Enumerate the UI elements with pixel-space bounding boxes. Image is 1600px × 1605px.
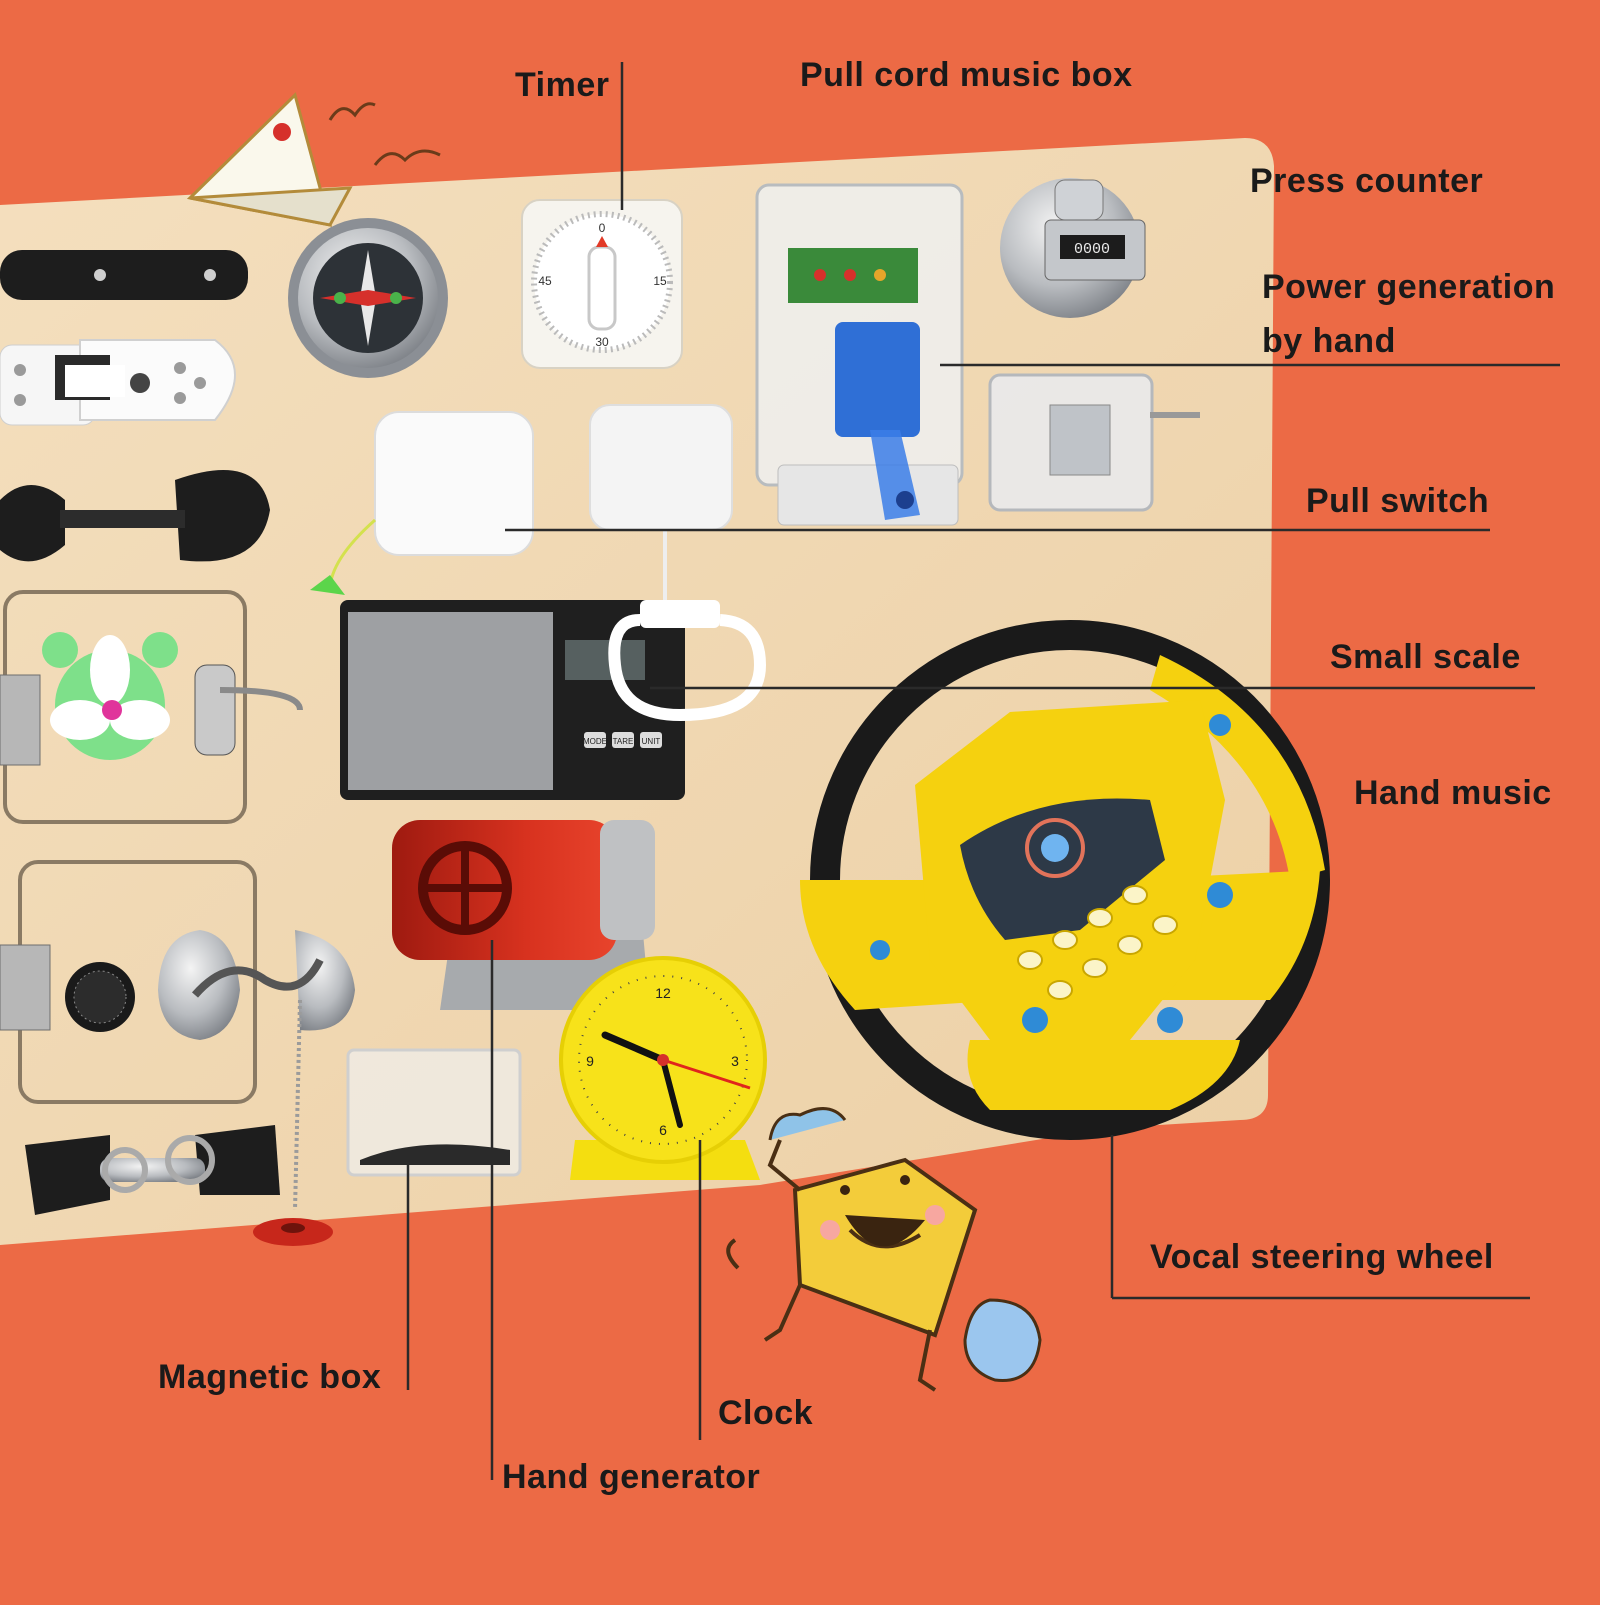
hook-door [0, 860, 355, 1246]
timer-mark-30: 30 [595, 335, 609, 349]
timer-mark-15: 15 [653, 274, 667, 288]
label-pull-cord-music-box: Pull cord music box [800, 56, 1133, 94]
press-counter: 0000 [1000, 178, 1146, 318]
scale-mode-button: MODE [583, 737, 607, 746]
clock-number-6: 6 [659, 1122, 667, 1138]
label-magnetic-box: Magnetic box [158, 1358, 382, 1396]
clock-number-3: 3 [731, 1053, 739, 1069]
teaching-clock: 12 3 6 9 [559, 956, 767, 1180]
counter-digits: 0000 [1074, 241, 1110, 258]
bow-buckle [25, 1125, 280, 1215]
label-press-counter: Press counter [1250, 162, 1484, 200]
fan-icon [42, 632, 178, 760]
label-clock: Clock [718, 1394, 814, 1432]
label-hand-generator: Hand generator [502, 1458, 761, 1496]
kitchen-timer: 0 15 30 45 [521, 199, 683, 369]
label-small-scale: Small scale [1330, 638, 1521, 676]
clock-number-9: 9 [586, 1053, 594, 1069]
label-vocal-steering-wheel: Vocal steering wheel [1150, 1238, 1494, 1276]
label-timer: Timer [515, 66, 610, 104]
left-strap-buckle [0, 250, 248, 300]
leader-lines [406, 62, 1560, 1480]
label-power-generation: Power generation by hand [1262, 260, 1555, 368]
scale-tare-button: TARE [613, 737, 634, 746]
pull-switch [310, 404, 733, 600]
book-mascot-icon [726, 1107, 1042, 1392]
label-power-generation-line2: by hand [1262, 322, 1396, 360]
label-hand-music: Hand music [1354, 774, 1552, 812]
scale-unit-button: UNIT [642, 737, 661, 746]
compass-icon [288, 218, 448, 378]
white-latch [0, 339, 236, 426]
clock-number-12: 12 [655, 985, 671, 1001]
fan-door [0, 590, 303, 824]
small-scale: MODE TARE UNIT [340, 600, 767, 800]
paper-plane-icon [186, 92, 441, 227]
timer-mark-45: 45 [538, 274, 552, 288]
power-generation-box [755, 183, 964, 526]
magnetic-box [346, 1048, 522, 1177]
timer-mark-0: 0 [599, 221, 606, 235]
label-pull-switch: Pull switch [1306, 482, 1490, 520]
music-box [988, 373, 1200, 512]
steering-wheel [800, 620, 1330, 1140]
label-power-generation-line1: Power generation [1262, 268, 1556, 306]
toggle-clasp [0, 470, 270, 562]
